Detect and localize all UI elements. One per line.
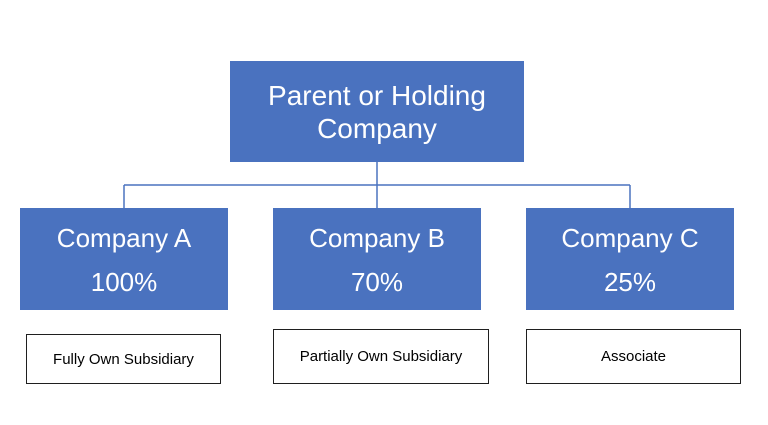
company-b-relationship-label: Partially Own Subsidiary [273, 329, 489, 384]
company-b-box: Company B 70% [273, 208, 481, 310]
company-a-box: Company A 100% [20, 208, 228, 310]
company-a-name: Company A [56, 223, 192, 253]
company-a-percent: 100% [90, 267, 158, 297]
company-b-percent: 70% [350, 267, 404, 297]
company-c-name: Company C [561, 223, 699, 253]
company-b-name: Company B [309, 223, 445, 253]
company-a-relationship-label: Fully Own Subsidiary [26, 334, 221, 384]
company-c-box: Company C 25% [526, 208, 734, 310]
company-c-relationship-label: Associate [526, 329, 741, 384]
parent-company-title: Parent or Holding Company [268, 79, 486, 144]
company-c-percent: 25% [603, 267, 657, 297]
parent-company-box: Parent or Holding Company [230, 61, 524, 162]
